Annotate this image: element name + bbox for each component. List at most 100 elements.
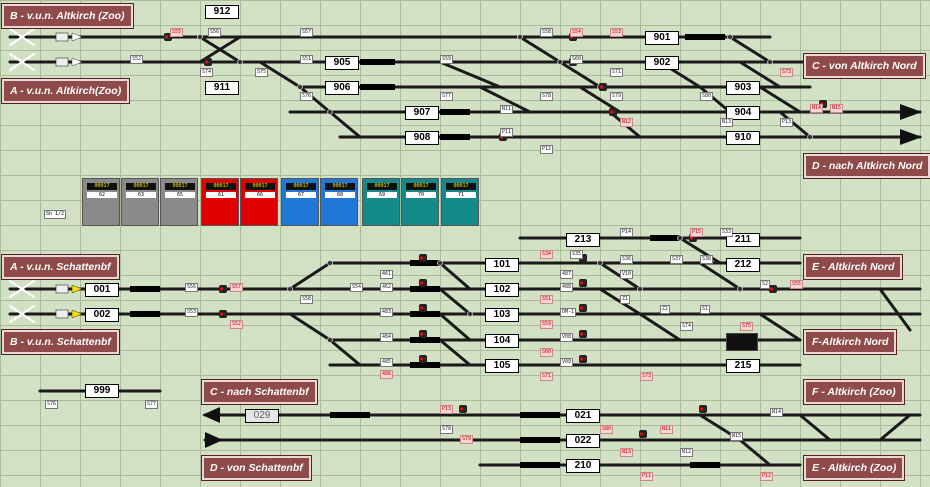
signal-tag[interactable]: S33 <box>720 228 734 237</box>
block-908[interactable]: 908 <box>405 131 439 145</box>
signal-tag[interactable]: N15 <box>730 432 744 441</box>
signal-tag[interactable]: S54 <box>350 283 364 292</box>
signal-tag[interactable]: V08 <box>560 333 574 342</box>
block-902[interactable]: 902 <box>645 56 679 70</box>
signal-tag[interactable]: S79 <box>610 92 624 101</box>
block-906[interactable]: 906 <box>325 81 359 95</box>
signal-tag[interactable]: S57 <box>300 28 314 37</box>
signal-tag[interactable]: P15 <box>690 228 704 237</box>
signal-tag[interactable]: 462 <box>380 283 394 292</box>
signal-tag[interactable]: N12 <box>620 118 634 127</box>
block-103[interactable]: 103 <box>485 308 519 322</box>
signal-tag[interactable]: V10 <box>620 270 634 279</box>
destination-e-altkirch-nord[interactable]: E - Altkirch Nord <box>804 255 903 279</box>
signal-tag[interactable]: S58 <box>540 28 554 37</box>
control-panel-10[interactable]: 00017 71 <box>441 178 479 226</box>
signal-tag[interactable]: S71 <box>540 372 554 381</box>
signal-tag[interactable]: 461 <box>380 270 394 279</box>
signal-tag[interactable]: S1 <box>700 305 711 314</box>
block-022[interactable]: 022 <box>566 434 600 448</box>
signal-tag[interactable]: Z2 <box>660 305 671 314</box>
control-panel-4[interactable]: 00017 61 <box>201 178 239 226</box>
signal-tag[interactable]: P12 <box>540 145 554 154</box>
block-213[interactable]: 213 <box>566 233 600 247</box>
block-101[interactable]: 101 <box>485 258 519 272</box>
control-panel-2[interactable]: 00017 63 <box>121 178 159 226</box>
destination-b-schattenbf[interactable]: B - v.u.n. Schattenbf <box>2 330 119 354</box>
block-905[interactable]: 905 <box>325 56 359 70</box>
signal-tag[interactable]: N11 <box>660 425 674 434</box>
signal-tag[interactable]: S76 <box>300 92 314 101</box>
signal-tag[interactable]: 488 <box>560 283 574 292</box>
signal-tag[interactable]: S54 <box>570 28 584 37</box>
signal-tag[interactable]: S74 <box>200 68 214 77</box>
signal-tag[interactable]: S53 <box>610 28 624 37</box>
signal-tag[interactable]: S80 <box>600 425 614 434</box>
signal-tag[interactable]: P12 <box>760 472 774 481</box>
destination-f-altkirch-nord[interactable]: F-Altkirch Nord <box>804 330 897 354</box>
block-903[interactable]: 903 <box>726 81 760 95</box>
block-910[interactable]: 910 <box>726 131 760 145</box>
block-102[interactable]: 102 <box>485 283 519 297</box>
block-002[interactable]: 002 <box>85 308 119 322</box>
signal-tag[interactable]: S37 <box>670 255 684 264</box>
block-105[interactable]: 105 <box>485 359 519 373</box>
signal-tag[interactable]: S58 <box>300 295 314 304</box>
signal-tag[interactable]: S52 <box>130 55 144 64</box>
control-panel-1[interactable]: 00017 62 <box>82 178 120 226</box>
signal-tag[interactable]: 484 <box>380 333 394 342</box>
signal-tag[interactable]: S35 <box>570 250 584 259</box>
block-210[interactable]: 210 <box>566 459 600 473</box>
signal-tag[interactable]: N13 <box>720 118 734 127</box>
block-215[interactable]: 215 <box>726 359 760 373</box>
signal-tag[interactable]: S75 <box>255 68 269 77</box>
signal-tag[interactable]: 483 <box>380 308 394 317</box>
signal-tag[interactable]: S78 <box>440 425 454 434</box>
signal-tag[interactable]: S75 <box>740 322 754 331</box>
signal-tag[interactable]: S77 <box>440 92 454 101</box>
signal-tag[interactable]: S57 <box>230 283 244 292</box>
block-104[interactable]: 104 <box>485 334 519 348</box>
block-904[interactable]: 904 <box>726 106 760 120</box>
signal-tag[interactable]: S53 <box>185 308 199 317</box>
signal-tag[interactable]: V09 <box>560 358 574 367</box>
signal-tag[interactable]: S76 <box>45 400 59 409</box>
signal-tag[interactable]: N14 <box>770 408 784 417</box>
signal-tag[interactable]: Z1 <box>620 295 631 304</box>
control-panel-8[interactable]: 00017 69 <box>362 178 400 226</box>
destination-c-von-altkirch-nord[interactable]: C - von Altkirch Nord <box>804 54 925 78</box>
signal-tag[interactable]: S80 <box>700 92 714 101</box>
signal-tag[interactable]: S79 <box>460 435 474 444</box>
signal-tag[interactable]: S73 <box>780 68 794 77</box>
signal-tag[interactable]: 486 <box>380 370 394 379</box>
signal-tag[interactable]: S56 <box>185 283 199 292</box>
destination-b-altkirch-zoo[interactable]: B - v.u.n. Altkirch (Zoo) <box>2 4 133 28</box>
destination-a-schattenbf[interactable]: A - v.u.n. Schattenbf <box>2 255 119 279</box>
control-panel-6[interactable]: 00017 67 <box>281 178 319 226</box>
signal-tag[interactable]: S55 <box>170 28 184 37</box>
signal-tag[interactable]: S38 <box>700 255 714 264</box>
destination-d-von-schattenbf[interactable]: D - von Schattenbf <box>202 456 311 480</box>
signal-tag[interactable]: S74 <box>680 322 694 331</box>
signal-tag[interactable]: P11 <box>500 128 514 137</box>
block-907[interactable]: 907 <box>405 106 439 120</box>
signal-tag[interactable]: N15 <box>830 104 844 113</box>
signal-tag[interactable]: N14 <box>810 104 824 113</box>
signal-tag[interactable]: S52 <box>230 320 244 329</box>
destination-f-altkirch-zoo[interactable]: F - Altkirch (Zoo) <box>804 380 904 404</box>
signal-tag[interactable]: S34 <box>540 250 554 259</box>
signal-tag[interactable]: S60 <box>540 348 554 357</box>
block-901[interactable]: 901 <box>645 31 679 45</box>
block-999[interactable]: 999 <box>85 384 119 398</box>
block-911[interactable]: 911 <box>205 81 239 95</box>
destination-a-altkirch-zoo[interactable]: A - v.u.n. Altkirch(Zoo) <box>2 79 130 103</box>
signal-tag[interactable]: S73 <box>640 372 654 381</box>
signal-tag[interactable]: N12 <box>680 448 694 457</box>
block-029[interactable]: 029 <box>245 409 279 423</box>
signal-tag[interactable]: N13 <box>620 448 634 457</box>
signal-tag[interactable]: P13 <box>780 118 794 127</box>
control-panel-5[interactable]: 00017 66 <box>240 178 278 226</box>
control-panel-9[interactable]: 00017 70 <box>401 178 439 226</box>
signal-tag[interactable]: S59 <box>540 320 554 329</box>
signal-tag[interactable]: S56 <box>208 28 222 37</box>
